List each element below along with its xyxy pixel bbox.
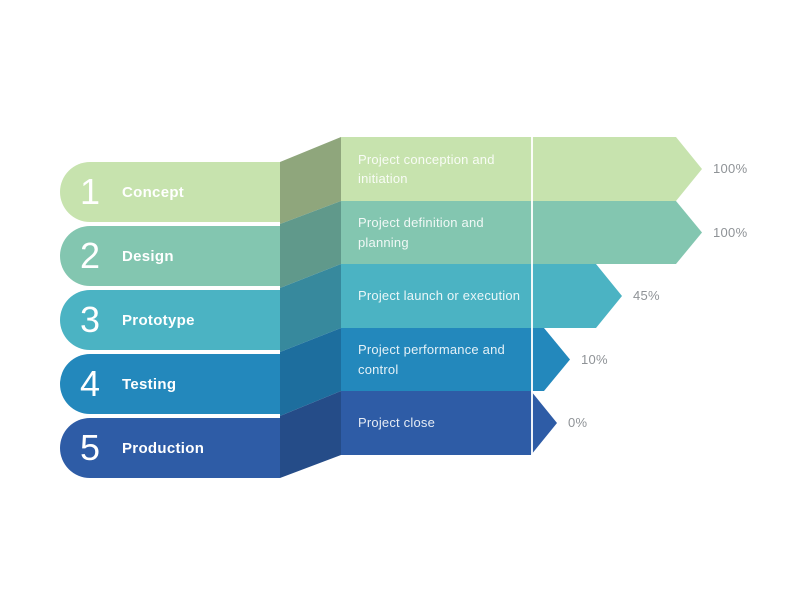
stage-number: 2	[79, 235, 101, 276]
stage-description: Project close	[358, 415, 436, 431]
stage-description: Project launch or execution	[358, 288, 521, 304]
stage-pill-design: 2 Design	[60, 226, 280, 286]
stage-percent: 100%	[713, 225, 748, 240]
stage-name: Prototype	[122, 311, 195, 329]
stage-pill-testing: 4 Testing	[60, 354, 280, 414]
stage-number: 5	[79, 427, 101, 468]
stage-arrow-design	[341, 201, 702, 264]
stage-percent: 45%	[633, 288, 660, 303]
stage-percent: 10%	[581, 352, 608, 367]
stage-description: Project performance and control	[358, 342, 505, 377]
stage-name: Design	[122, 247, 174, 265]
stage-description: Project conception and initiation	[358, 151, 495, 187]
stage-percent: 100%	[713, 161, 748, 176]
stage-name: Production	[122, 439, 205, 457]
stage-percent: 0%	[568, 415, 588, 430]
stage-description: Project definition and planning	[358, 215, 484, 250]
stage-name: Concept	[122, 183, 185, 201]
stage-arrow-concept	[341, 137, 702, 201]
stage-number: 4	[79, 363, 101, 404]
stage-pill-concept: 1 Concept	[60, 162, 280, 222]
stage-number: 3	[79, 299, 101, 340]
divider-line	[531, 137, 533, 455]
stage-arrow-prototype	[341, 264, 622, 328]
stage-pill-prototype: 3 Prototype	[60, 290, 280, 350]
stage-number: 1	[79, 171, 101, 212]
stage-arrow-production	[341, 391, 557, 455]
stage-pill-production: 5 Production	[60, 418, 280, 478]
stage-name: Testing	[122, 375, 177, 393]
